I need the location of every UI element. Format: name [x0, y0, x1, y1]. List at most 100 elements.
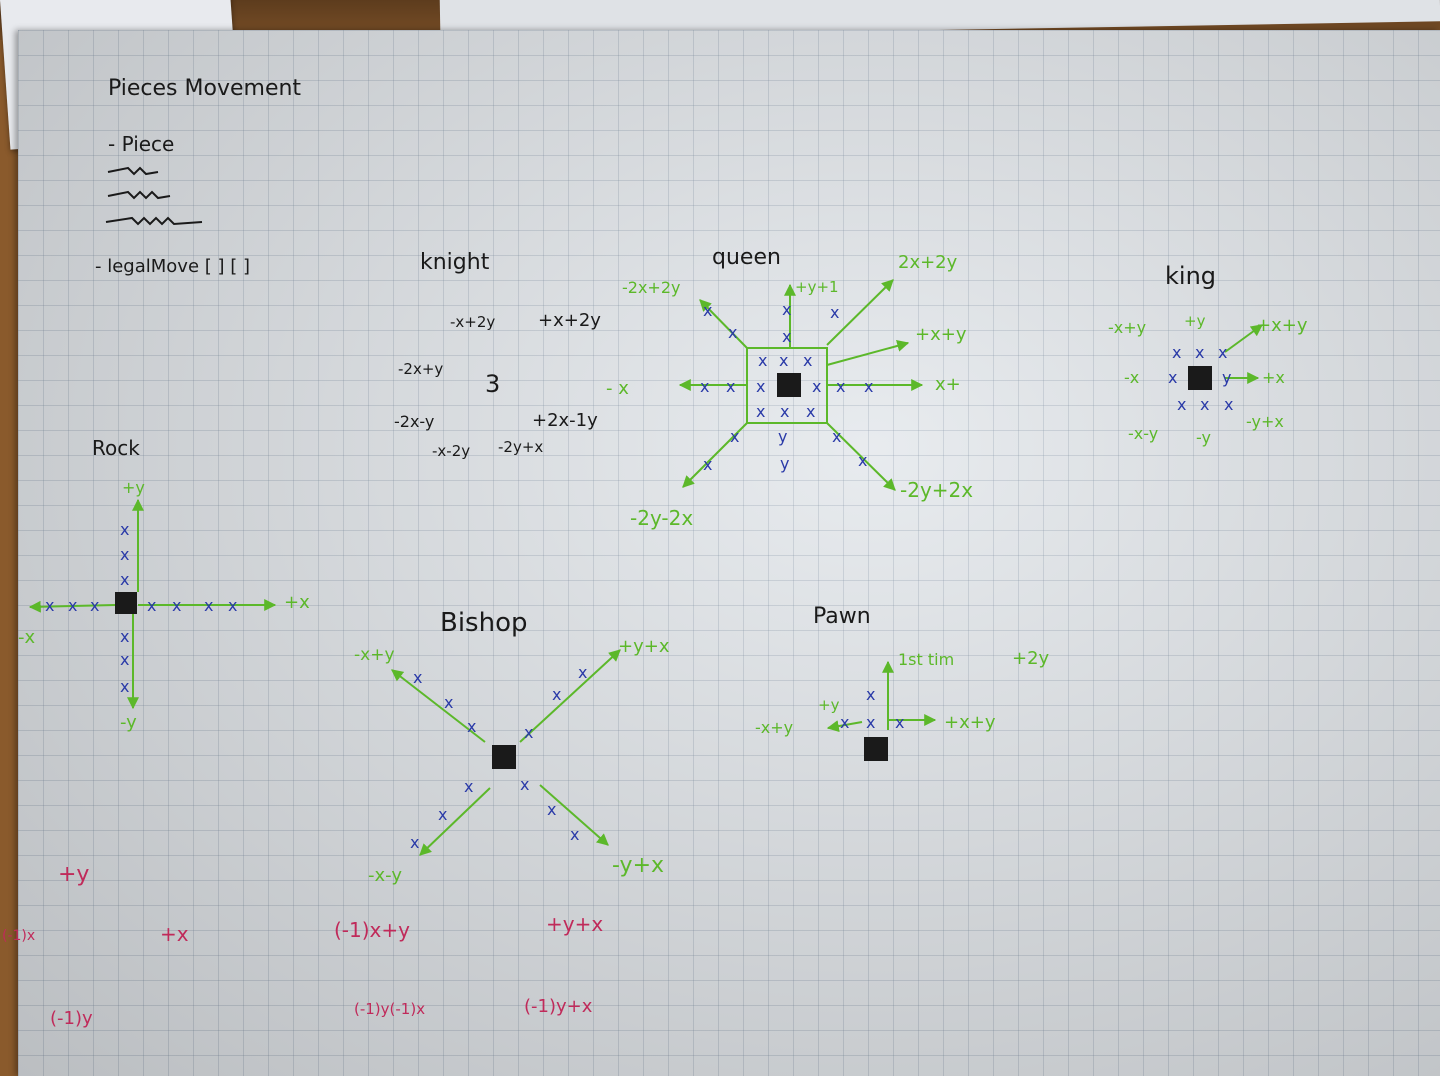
svg-text:x: x: [779, 351, 788, 370]
svg-text:x: x: [803, 351, 812, 370]
pawn-label-first: 1st tim: [898, 650, 955, 669]
svg-text:x: x: [1168, 368, 1177, 387]
king-label-e: +x: [1262, 368, 1285, 387]
svg-text:x: x: [832, 427, 841, 446]
svg-text:x: x: [840, 713, 849, 732]
knight-title: knight: [420, 250, 490, 275]
king-label-sw: -x-y: [1128, 424, 1159, 443]
svg-text:x: x: [120, 650, 129, 669]
notes-item-piece: - Piece: [108, 132, 175, 156]
graph-paper: [18, 30, 1440, 1076]
knight-move-3: -2x+y: [398, 360, 444, 378]
pawn-piece: [864, 737, 888, 761]
svg-text:x: x: [866, 713, 875, 732]
rook-label-down: -y: [120, 712, 137, 733]
queen-label-ne: 2x+2y: [898, 252, 958, 273]
svg-text:x: x: [547, 800, 556, 819]
svg-text:x: x: [864, 377, 873, 396]
king-label-nw: -x+y: [1108, 318, 1147, 337]
svg-text:x: x: [806, 402, 815, 421]
svg-text:x: x: [1172, 343, 1181, 362]
knight-move-7: -2y+x: [498, 438, 544, 456]
svg-text:x: x: [756, 402, 765, 421]
red-note-8: (-1)y+x: [524, 996, 593, 1017]
svg-text:x: x: [1224, 395, 1233, 414]
svg-text:x: x: [413, 668, 422, 687]
svg-text:x: x: [120, 627, 129, 646]
svg-text:y: y: [780, 454, 789, 473]
king-label-n: +y: [1184, 312, 1206, 330]
svg-text:x: x: [782, 327, 791, 346]
svg-text:x: x: [467, 717, 476, 736]
red-note-5: (-1)x+y: [334, 918, 410, 942]
svg-text:x: x: [552, 685, 561, 704]
svg-text:x: x: [730, 427, 739, 446]
svg-text:x: x: [172, 596, 181, 615]
notes-title: Pieces Movement: [108, 76, 302, 101]
svg-text:x: x: [520, 775, 529, 794]
queen-diagram: [678, 279, 924, 491]
svg-text:x: x: [726, 377, 735, 396]
pawn-title: Pawn: [813, 604, 871, 629]
notes-item-legal-move: - legalMove [ ] [ ]: [95, 256, 250, 277]
knight-move-1: -x+2y: [450, 313, 496, 331]
svg-text:x: x: [120, 545, 129, 564]
svg-text:x: x: [1177, 395, 1186, 414]
svg-text:x: x: [147, 596, 156, 615]
svg-text:x: x: [1200, 395, 1209, 414]
knight-mark: 3: [485, 370, 501, 398]
king-label-se: -y+x: [1246, 412, 1284, 431]
rook-label-up: +y: [122, 478, 145, 497]
pawn-label-up: +y: [818, 696, 840, 714]
queen-label-w: - x: [606, 378, 629, 399]
svg-text:x: x: [782, 300, 791, 319]
bishop-piece: [492, 745, 516, 769]
svg-text:x: x: [444, 693, 453, 712]
knight-move-5: +2x-1y: [532, 410, 598, 431]
svg-text:x: x: [756, 377, 765, 396]
king-title: king: [1165, 262, 1217, 290]
svg-text:x: x: [758, 351, 767, 370]
svg-text:x: x: [830, 303, 839, 322]
rook-piece: [115, 592, 137, 614]
queen-label-n: +y+1: [795, 278, 839, 296]
svg-text:x: x: [858, 451, 867, 470]
svg-text:x: x: [812, 377, 821, 396]
knight-move-6: -x-2y: [432, 442, 471, 460]
svg-text:x: x: [120, 677, 129, 696]
king-label-w: -x: [1124, 368, 1140, 387]
svg-text:x: x: [895, 713, 904, 732]
svg-text:x: x: [68, 596, 77, 615]
svg-text:x: x: [703, 455, 712, 474]
queen-label-e1: +x+y: [915, 324, 967, 345]
svg-text:x: x: [780, 402, 789, 421]
svg-text:x: x: [90, 596, 99, 615]
rook-title: Rock: [92, 436, 140, 460]
pawn-label-right: +x+y: [944, 712, 996, 733]
svg-text:x: x: [836, 377, 845, 396]
rook-label-left: -x: [18, 627, 36, 648]
bishop-diagram: [391, 649, 621, 856]
red-note-4: (-1)y: [50, 1008, 93, 1029]
pawn-label-first-2y: +2y: [1012, 648, 1050, 669]
scribbles: [105, 166, 203, 226]
svg-text:x: x: [45, 596, 54, 615]
svg-text:x: x: [578, 663, 587, 682]
king-label-ne: +x+y: [1256, 315, 1308, 336]
svg-text:x: x: [866, 685, 875, 704]
king-diagram: [1188, 324, 1263, 390]
rook-label-right: +x: [284, 592, 310, 613]
king-piece: [1188, 366, 1212, 390]
svg-text:x: x: [204, 596, 213, 615]
svg-text:x: x: [120, 570, 129, 589]
svg-text:y: y: [1222, 368, 1231, 387]
svg-text:x: x: [120, 520, 129, 539]
rook-diagram: [28, 498, 277, 710]
queen-piece: [777, 373, 801, 397]
svg-text:x: x: [524, 723, 533, 742]
red-note-2: (-1)x: [2, 928, 36, 944]
red-note-3: +x: [160, 922, 189, 946]
queen-label-se: -2y+2x: [900, 478, 974, 502]
